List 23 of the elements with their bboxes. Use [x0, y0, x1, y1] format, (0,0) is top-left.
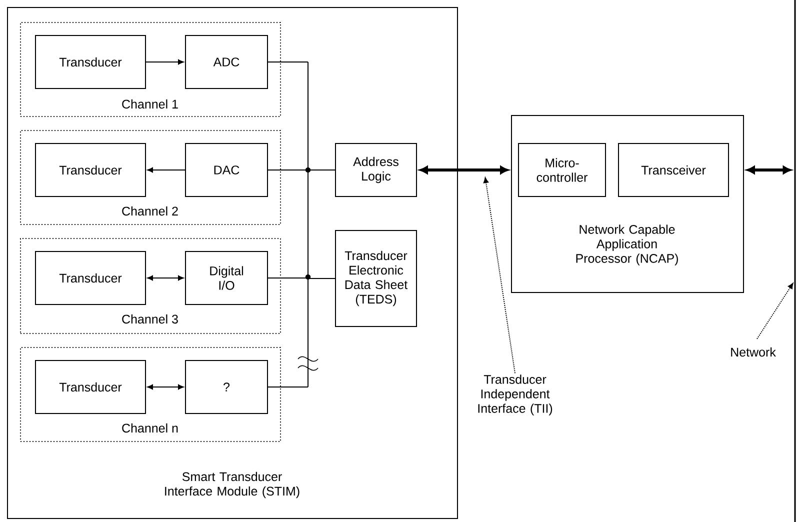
leader-line — [788, 283, 794, 290]
callout-text: Transducer Independent Interface (TII) — [478, 374, 552, 416]
arrow — [147, 167, 186, 173]
double-arrow — [147, 275, 184, 281]
block-box: Transducer — [35, 143, 146, 197]
block-box: Micro- controller — [518, 143, 606, 197]
block-box: Transducer — [35, 35, 146, 89]
double-arrow — [147, 384, 184, 390]
callout-text: Network — [731, 347, 776, 357]
block-box: ADC — [185, 35, 268, 89]
block-box: Transducer — [35, 360, 146, 414]
block-box: ? — [185, 360, 268, 414]
leader-line — [483, 177, 516, 374]
arrow — [146, 59, 184, 65]
double-arrow — [420, 166, 508, 174]
block-box: Digital I/O — [185, 251, 268, 305]
bus-line — [268, 62, 336, 388]
block-box: Transceiver — [618, 143, 729, 197]
block-box: DAC — [185, 143, 268, 197]
block-box: Transducer — [35, 251, 146, 305]
block-box: Transducer Electronic Data Sheet (TEDS) — [335, 230, 417, 327]
block-box: Address Logic — [335, 143, 417, 197]
double-arrow — [746, 166, 792, 174]
